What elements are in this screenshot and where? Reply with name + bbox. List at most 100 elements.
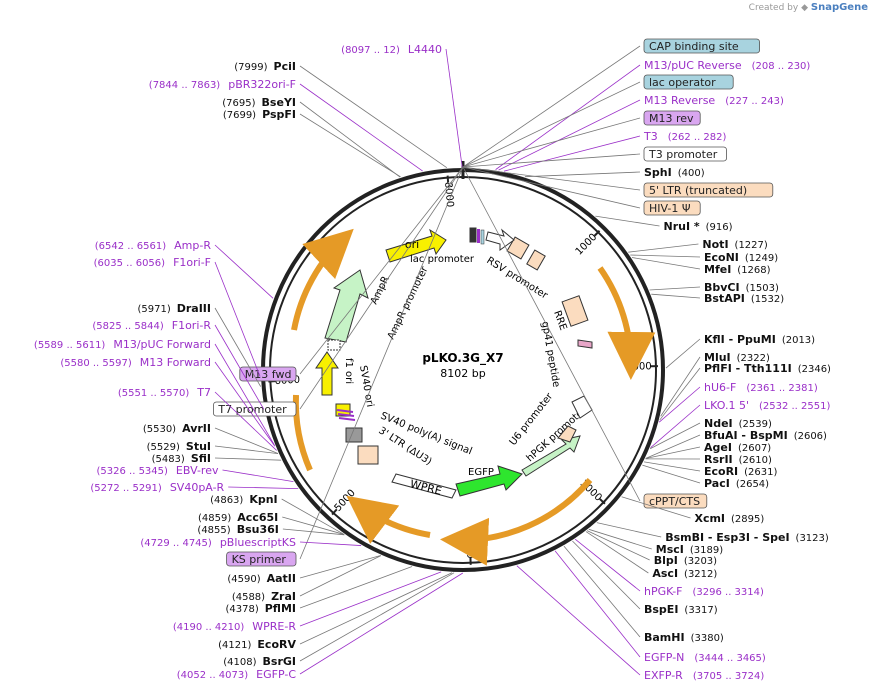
map-label-bfuai-bspmi[interactable]: BfuAI - BspMI(2606) <box>704 429 827 442</box>
map-label-lko-1-5-[interactable]: LKO.1 5'(2532 .. 2551) <box>704 399 830 412</box>
map-label-cppt-cts[interactable]: cPPT/CTS <box>643 493 708 509</box>
leader-line <box>650 404 701 449</box>
map-label-egfp-c[interactable]: (4052 .. 4073)EGFP-C <box>177 668 297 681</box>
map-label-xcmi[interactable]: XcmI(2895) <box>694 512 764 525</box>
map-label-pflmi[interactable]: (4378)PflMI <box>225 602 296 615</box>
site-label: (4863)KpnI <box>210 493 278 506</box>
map-label-mfei[interactable]: MfeI(1268) <box>704 263 771 276</box>
map-label-avrii[interactable]: (5530)AvrII <box>143 422 211 435</box>
leader-line <box>299 572 455 662</box>
primer-label: EGFP-N(3444 .. 3465) <box>644 651 766 664</box>
feature-arc-ltr3 <box>346 495 431 544</box>
map-label-bspei[interactable]: BspEI(3317) <box>644 603 718 616</box>
map-label-ks-primer[interactable]: KS primer <box>226 551 297 567</box>
primer-label: (5589 .. 5611)M13/pUC Forward <box>34 338 211 351</box>
map-label-sv40pa-r[interactable]: (5272 .. 5291)SV40pA-R <box>90 481 224 494</box>
map-label-agei[interactable]: AgeI(2607) <box>704 441 771 454</box>
leader-line <box>282 528 345 536</box>
site-label: BspEI(3317) <box>644 603 718 616</box>
map-label-bsu36i[interactable]: (4855)Bsu36I <box>197 523 278 536</box>
leader-line <box>462 166 641 209</box>
map-label-pspfi[interactable]: (7699)PspFI <box>223 108 296 121</box>
map-label-msci[interactable]: MscI(3189) <box>656 543 723 556</box>
map-label-stui[interactable]: (5529)StuI <box>147 440 211 453</box>
map-label-hiv-1-[interactable]: HIV-1 Ψ <box>643 200 701 216</box>
site-label: (5483)SfiI <box>152 452 211 465</box>
primer-label: (5551 .. 5570)T7 <box>118 386 211 399</box>
map-label-sfii[interactable]: (5483)SfiI <box>152 452 211 465</box>
map-label-m13-rev[interactable]: M13 rev <box>643 110 701 126</box>
map-label-5-ltr-truncated-[interactable]: 5' LTR (truncated) <box>643 182 774 198</box>
leader-line <box>299 113 401 178</box>
site-label: (4859)Acc65I <box>198 511 278 524</box>
map-label-bstapi[interactable]: BstAPI(1532) <box>704 292 784 305</box>
cppt-box-inner <box>557 425 577 443</box>
leader-line <box>462 45 641 168</box>
map-label-econi[interactable]: EcoNI(1249) <box>704 251 778 264</box>
map-label-t7[interactable]: (5551 .. 5570)T7 <box>118 386 211 399</box>
map-label-ecorv[interactable]: (4121)EcoRV <box>218 638 296 651</box>
leader-line <box>645 434 701 459</box>
map-label-exfp-r[interactable]: EXFP-R(3705 .. 3724) <box>644 669 764 682</box>
primer-label: (8097 .. 12)L4440 <box>341 43 442 56</box>
map-label-egfp-n[interactable]: EGFP-N(3444 .. 3465) <box>644 651 766 664</box>
map-label-noti[interactable]: NotI(1227) <box>702 238 767 251</box>
map-label-t7-promoter[interactable]: T7 promoter <box>212 401 297 417</box>
leader-line <box>524 171 641 178</box>
map-label-hpgk-f[interactable]: hPGK-F(3296 .. 3314) <box>644 585 764 598</box>
leader-line <box>299 166 464 410</box>
map-label-bsrgi[interactable]: (4108)BsrGI <box>223 655 296 668</box>
map-label-lac-operator[interactable]: lac operator <box>643 74 734 90</box>
map-label-bsmbi-esp3i-spei[interactable]: BsmBI - Esp3I - SpeI(3123) <box>665 531 829 544</box>
site-label: (4108)BsrGI <box>223 655 296 668</box>
map-label-hu6-f[interactable]: hU6-F(2361 .. 2381) <box>704 381 818 394</box>
lac-region-marks <box>469 227 485 245</box>
map-label-kfli-ppumi[interactable]: KflI - PpuMI(2013) <box>704 333 815 346</box>
map-label-cap-binding-site[interactable]: CAP binding site <box>643 38 760 54</box>
map-label-f1ori-r[interactable]: (5825 .. 5844)F1ori-R <box>92 319 211 332</box>
leader-line <box>665 338 701 369</box>
site-label: BbvCI(1503) <box>704 281 779 294</box>
map-label-blpi[interactable]: BlpI(3203) <box>654 554 717 567</box>
plasmid-name: pLKO.3G_X7 <box>422 351 503 366</box>
map-label-l4440[interactable]: (8097 .. 12)L4440 <box>341 43 442 56</box>
ltr5-box <box>506 236 530 260</box>
map-label-bseyi[interactable]: (7695)BseYI <box>222 96 296 109</box>
map-label-wpre-r[interactable]: (4190 .. 4210)WPRE-R <box>173 620 296 633</box>
map-label-sphi[interactable]: SphI(400) <box>644 166 705 179</box>
map-label-pbr322ori-f[interactable]: (7844 .. 7863)pBR322ori-F <box>149 78 296 91</box>
map-label-m13-reverse[interactable]: M13 Reverse(227 .. 243) <box>644 94 784 107</box>
map-label-m13-puc-reverse[interactable]: M13/pUC Reverse(208 .. 230) <box>644 59 810 72</box>
map-label-draiii[interactable]: (5971)DraIII <box>137 302 211 315</box>
map-label-t3-promoter[interactable]: T3 promoter <box>643 146 727 162</box>
map-label-bamhi[interactable]: BamHI(3380) <box>644 631 724 644</box>
map-label-nrui-[interactable]: NruI *(916) <box>664 220 733 233</box>
map-label-t3[interactable]: T3(262 .. 282) <box>643 130 727 143</box>
map-label-pflfi-tth111i[interactable]: PflFI - Tth111I(2346) <box>704 362 831 375</box>
map-label-ebv-rev[interactable]: (5326 .. 5345)EBV-rev <box>97 464 219 477</box>
map-label-pcii[interactable]: (7999)PciI <box>234 60 296 73</box>
map-label-ndei[interactable]: NdeI(2539) <box>704 417 772 430</box>
map-label-paci[interactable]: PacI(2654) <box>704 477 769 490</box>
leader-line <box>299 555 382 597</box>
map-label-mlui[interactable]: MluI(2322) <box>704 351 770 364</box>
leader-line <box>588 528 652 550</box>
map-label-aatii[interactable]: (4590)AatII <box>227 572 296 585</box>
map-label-rsrii[interactable]: RsrII(2610) <box>704 453 772 466</box>
leader-line <box>572 540 641 610</box>
map-label-m13-fwd[interactable]: M13 fwd <box>239 366 297 382</box>
map-label-kpni[interactable]: (4863)KpnI <box>210 493 278 506</box>
map-label-m13-puc-forward[interactable]: (5589 .. 5611)M13/pUC Forward <box>34 338 211 351</box>
map-label-ecori[interactable]: EcoRI(2631) <box>704 465 778 478</box>
map-label-amp-r[interactable]: (6542 .. 6561)Amp-R <box>95 239 212 252</box>
map-label-f1ori-f[interactable]: (6035 .. 6056)F1ori-F <box>94 256 211 269</box>
map-label-pbluescriptks[interactable]: (4729 .. 4745)pBluescriptKS <box>140 536 296 549</box>
leader-line <box>214 445 279 455</box>
label-box <box>643 182 774 198</box>
map-label-acc65i[interactable]: (4859)Acc65I <box>198 511 278 524</box>
map-label-zrai[interactable]: (4588)ZraI <box>232 590 296 603</box>
map-label-m13-forward[interactable]: (5580 .. 5597)M13 Forward <box>60 356 211 369</box>
map-label-asci[interactable]: AscI(3212) <box>652 567 717 580</box>
site-label: (4121)EcoRV <box>218 638 296 651</box>
map-label-bbvci[interactable]: BbvCI(1503) <box>704 281 779 294</box>
